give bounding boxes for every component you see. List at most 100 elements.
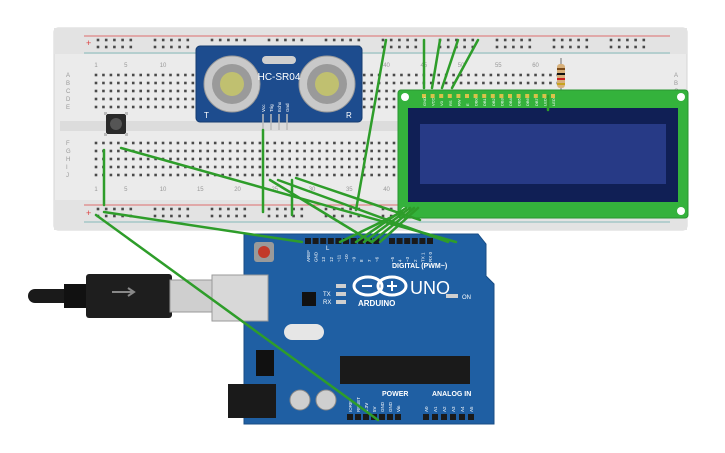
column-number: 20 bbox=[234, 187, 241, 193]
digital-pin-label: 7 bbox=[367, 259, 372, 262]
row-letter: J bbox=[66, 173, 69, 179]
pushbutton[interactable] bbox=[104, 112, 128, 136]
header-pin[interactable] bbox=[395, 414, 401, 420]
wire-lcd-db-bridge[interactable] bbox=[450, 38, 480, 90]
analog-pin-label: A3 bbox=[451, 406, 456, 412]
microcontroller-chip bbox=[340, 356, 470, 384]
header-pin[interactable] bbox=[389, 238, 395, 244]
row-letter: B bbox=[66, 81, 70, 87]
lcd-pin-label: GND bbox=[422, 97, 427, 106]
usb-icon bbox=[112, 287, 136, 297]
header-pin[interactable] bbox=[335, 238, 342, 244]
header-pin[interactable] bbox=[373, 238, 380, 244]
column-number: 60 bbox=[532, 63, 539, 69]
digital-pin-label: TX 1 bbox=[420, 252, 425, 262]
header-pin[interactable] bbox=[305, 238, 311, 244]
wire-lcd-e-bridge[interactable] bbox=[440, 38, 460, 90]
usb-cable[interactable] bbox=[28, 274, 215, 318]
lcd-pin-label: DB2 bbox=[491, 97, 496, 106]
digital-header-label: DIGITAL (PWM~) bbox=[392, 263, 447, 270]
row-letter: A bbox=[66, 73, 70, 79]
lcd-pin-label: E bbox=[465, 103, 470, 106]
usb-jack bbox=[211, 274, 269, 322]
digital-pin-label: 8 bbox=[359, 259, 364, 262]
header-pin[interactable] bbox=[363, 414, 369, 420]
digital-pin-label: ~10 bbox=[344, 254, 349, 262]
wire-sensor-trig[interactable] bbox=[268, 178, 374, 244]
header-pin[interactable] bbox=[468, 414, 474, 420]
wire-button-to-pin2[interactable] bbox=[119, 146, 458, 244]
column-number: 15 bbox=[197, 187, 204, 193]
header-pin[interactable] bbox=[379, 414, 385, 420]
lcd-pin-label: RS bbox=[448, 100, 453, 106]
lcd-pin-label: DB6 bbox=[525, 97, 530, 106]
column-number: 10 bbox=[160, 63, 167, 69]
wire-rail-to-5v[interactable] bbox=[94, 213, 380, 422]
wire-cross-1[interactable] bbox=[294, 176, 422, 222]
lcd-pin-label: DB1 bbox=[482, 97, 487, 106]
row-letter: E bbox=[66, 105, 70, 111]
wire-lcd-to-13[interactable] bbox=[338, 210, 404, 244]
lcd-pin-label: RW bbox=[456, 99, 461, 106]
header-pin[interactable] bbox=[459, 414, 465, 420]
header-pin[interactable] bbox=[312, 238, 319, 244]
column-number: 50 bbox=[458, 63, 465, 69]
tx-led-label: TX bbox=[323, 292, 331, 298]
wires[interactable] bbox=[94, 38, 550, 422]
header-pin[interactable] bbox=[327, 238, 334, 244]
digital-pin-label: 12 bbox=[329, 256, 334, 262]
capacitor-icon bbox=[315, 389, 337, 411]
row-letter: I bbox=[66, 165, 68, 171]
lcd-pin-label: LED bbox=[542, 98, 547, 106]
wire-lcd-rs-bridge[interactable] bbox=[430, 38, 442, 90]
header-pin[interactable] bbox=[441, 414, 447, 420]
header-pin[interactable] bbox=[419, 238, 426, 244]
power-pin-label: IOREF bbox=[348, 398, 353, 412]
header-pin[interactable] bbox=[350, 238, 357, 244]
row-letter: D bbox=[66, 97, 71, 103]
header-pin[interactable] bbox=[404, 238, 411, 244]
lcd-pin-label: DB3 bbox=[499, 97, 504, 106]
l-led-label: L bbox=[326, 246, 330, 252]
row-letter: C bbox=[66, 89, 71, 95]
mount-hole bbox=[401, 93, 409, 101]
power-pin-label: GND bbox=[388, 401, 393, 412]
digital-pin-label: ~3 bbox=[405, 256, 410, 262]
lcd-pin-label: DB4 bbox=[508, 97, 513, 106]
column-number: 5 bbox=[124, 63, 128, 69]
wire-sensor-echo[interactable] bbox=[276, 178, 450, 244]
header-pin[interactable] bbox=[343, 238, 349, 244]
analog-pin-label: A5 bbox=[469, 406, 474, 412]
header-pin[interactable] bbox=[347, 414, 353, 420]
column-number: 10 bbox=[160, 187, 167, 193]
arduino-model: UNO bbox=[410, 278, 450, 298]
header-pin[interactable] bbox=[423, 414, 429, 420]
header-pin[interactable] bbox=[396, 238, 403, 244]
row-letter: G bbox=[66, 149, 71, 155]
wire-rail-to-gnd[interactable] bbox=[102, 210, 304, 244]
header-pin[interactable] bbox=[450, 414, 456, 420]
sensor-pin-label: Echo bbox=[277, 101, 282, 112]
power-jack bbox=[228, 384, 276, 418]
rx-led-label: RX bbox=[323, 300, 331, 306]
header-pin[interactable] bbox=[411, 238, 418, 244]
header-pin[interactable] bbox=[355, 414, 361, 420]
wire-lcd-to-9[interactable] bbox=[378, 206, 420, 244]
arduino-uno[interactable]: TX RX L ON ARDUINO UNO DIGITAL (PWM~) PO… bbox=[211, 233, 495, 425]
header-pin[interactable] bbox=[320, 238, 327, 244]
header-pin[interactable] bbox=[432, 414, 438, 420]
wire-lcd-to-10[interactable] bbox=[370, 206, 416, 244]
wire-lcd-gnd[interactable] bbox=[354, 38, 388, 212]
lcd-pin-label: DB0 bbox=[474, 97, 479, 106]
digital-pin-label: AREF bbox=[306, 250, 311, 262]
header-pin[interactable] bbox=[427, 238, 433, 244]
header-pin[interactable] bbox=[358, 238, 365, 244]
header-pin[interactable] bbox=[387, 414, 393, 420]
digital-pin-label: ~11 bbox=[336, 254, 341, 262]
sensor-pin-label: Vcc bbox=[261, 104, 266, 112]
